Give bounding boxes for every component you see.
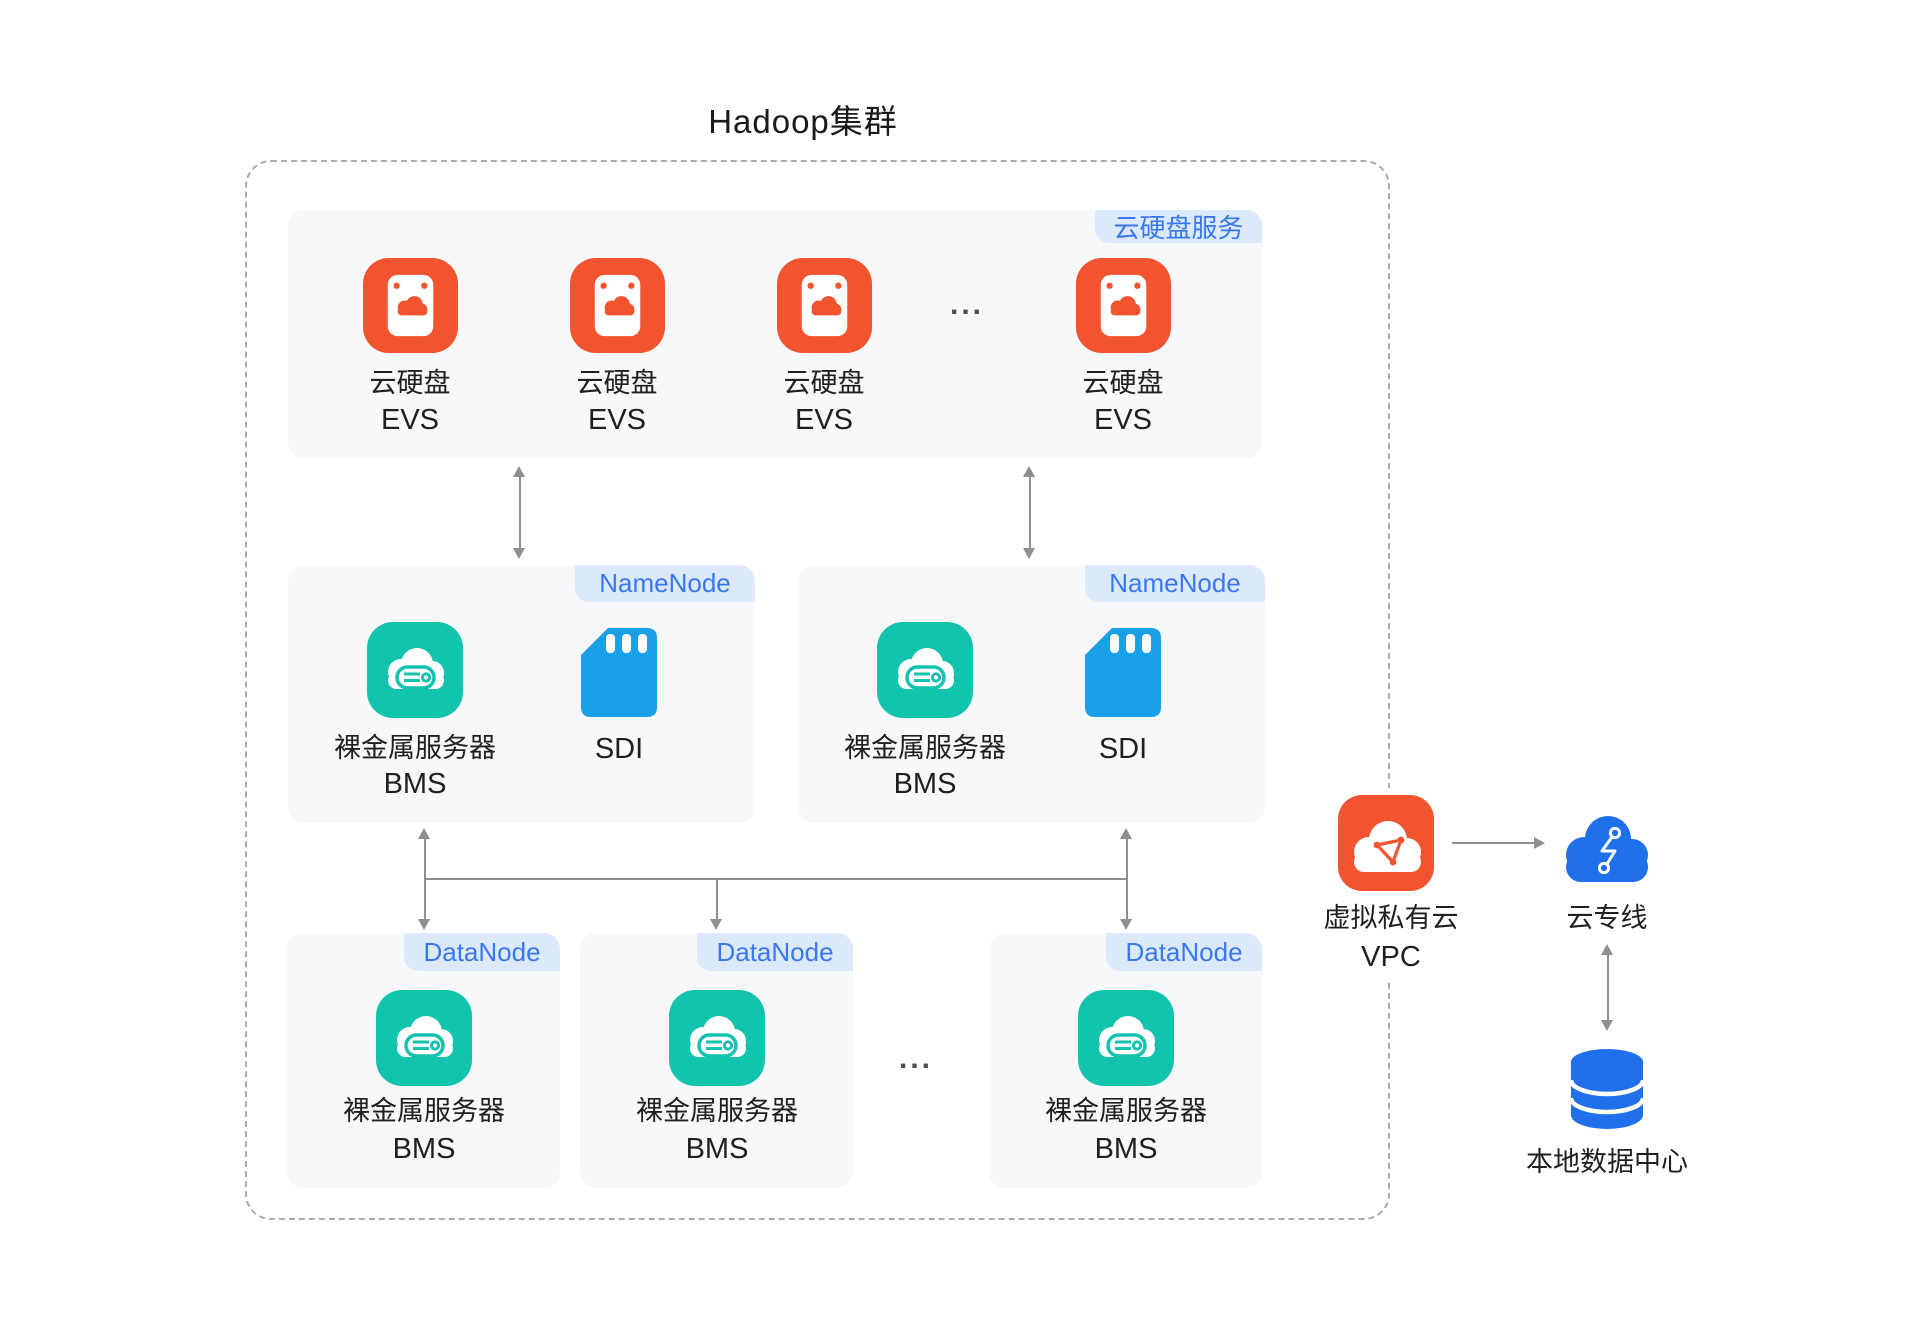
evs-disk-icon: [570, 258, 665, 353]
evs-code: EVS: [794, 404, 854, 436]
hadoop-cluster-boundary: [245, 160, 1390, 1220]
evs-disk-icon: [363, 258, 458, 353]
evs-code: EVS: [1093, 404, 1153, 436]
bms-name: 裸金属服务器: [844, 733, 1006, 763]
bms-code: BMS: [685, 1133, 749, 1165]
bms-code: BMS: [392, 1133, 456, 1165]
evs-name: 云硬盘: [369, 368, 451, 398]
vpc-name: 虚拟私有云: [1323, 903, 1459, 933]
namenode1-panel: [288, 565, 755, 823]
datacenter-label: 本地数据中心: [1526, 1147, 1688, 1177]
namenode1-badge: NameNode: [575, 565, 755, 602]
bms-server-icon: [1078, 990, 1174, 1086]
sdi-card-icon: [1085, 628, 1161, 717]
bms-name: 裸金属服务器: [636, 1096, 798, 1126]
evs-name: 云硬盘: [1082, 368, 1164, 398]
evs-panel-badge: 云硬盘服务: [1095, 210, 1262, 243]
bms-code: BMS: [893, 768, 957, 800]
direct-connect-label: 云专线: [1566, 903, 1648, 933]
bms-code: BMS: [1094, 1133, 1158, 1165]
evs-name: 云硬盘: [783, 368, 865, 398]
datanode-ellipsis: ...: [898, 1042, 933, 1075]
bms-server-icon: [367, 622, 463, 718]
datacenter-database-icon: [1568, 1049, 1646, 1129]
bms-code: BMS: [383, 768, 447, 800]
datanode1-badge: DataNode: [404, 933, 560, 971]
diagram-title: Hadoop集群: [708, 103, 898, 140]
datanode3-badge: DataNode: [1106, 933, 1262, 971]
evs-name: 云硬盘: [576, 368, 658, 398]
evs-code: EVS: [587, 404, 647, 436]
vpc-icon: [1338, 795, 1434, 891]
sdi-card-icon: [581, 628, 657, 717]
direct-connect-cloud-icon: [1557, 808, 1657, 883]
namenode2-panel: [798, 565, 1265, 823]
evs-code: EVS: [380, 404, 440, 436]
bms-server-icon: [376, 990, 472, 1086]
bms-server-icon: [669, 990, 765, 1086]
vpc-code: VPC: [1361, 941, 1421, 973]
evs-disk-icon: [777, 258, 872, 353]
bms-name: 裸金属服务器: [343, 1096, 505, 1126]
sdi-label: SDI: [1098, 733, 1148, 765]
bms-name: 裸金属服务器: [334, 733, 496, 763]
bms-server-icon: [877, 622, 973, 718]
evs-disk-icon: [1076, 258, 1171, 353]
datanode2-badge: DataNode: [697, 933, 853, 971]
namenode2-badge: NameNode: [1085, 565, 1265, 602]
bms-name: 裸金属服务器: [1045, 1096, 1207, 1126]
sdi-label: SDI: [594, 733, 644, 765]
evs-ellipsis: ...: [949, 288, 984, 321]
